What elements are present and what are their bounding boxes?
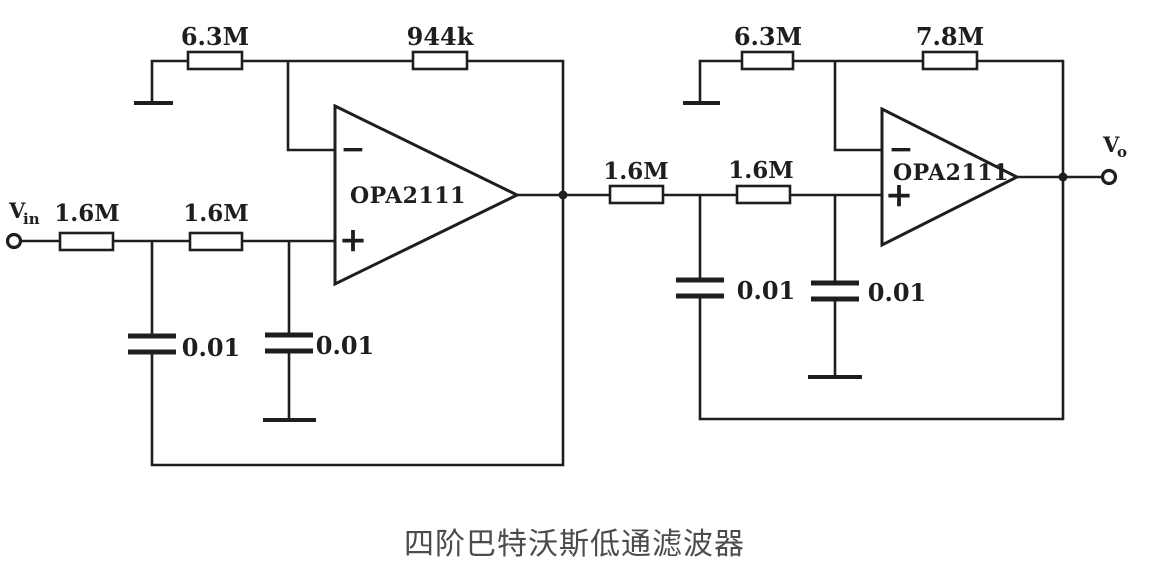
stage2-inverting-input-sign: − <box>888 132 913 167</box>
stage1-input-resistor-1-label: 1.6M <box>54 200 119 227</box>
stage1-feedback-resistor-label: 944k <box>407 22 475 51</box>
stage1-ground-resistor-body <box>186 50 244 71</box>
stage2-input-resistor-2-body <box>735 184 792 205</box>
stage2-shunt-capacitor-label: 0.01 <box>868 278 926 307</box>
stage1-output-node-dot <box>558 190 568 200</box>
stage1-noninverting-input-sign: + <box>339 220 368 260</box>
output-terminal-subscript: o <box>1117 143 1127 161</box>
stage2-input-resistor-1-body <box>608 184 665 205</box>
stage2-wiring <box>661 59 1104 421</box>
stage2-noninverting-input-sign: + <box>885 175 914 215</box>
stage1-input-resistor-2-body <box>188 231 244 252</box>
input-terminal-circle <box>5 232 23 250</box>
stage1-input-resistor-1-body <box>58 231 115 252</box>
output-terminal-circle <box>1100 168 1118 186</box>
stage2-opamp-triangle <box>880 106 1021 248</box>
stage1-shunt-capacitor-symbol <box>265 332 313 354</box>
filter-stage-1: V in 6.3M 944k 1.6M 1.6M 0.01 0.01 OPA21… <box>5 22 612 467</box>
stage1-ground-resistor-label: 6.3M <box>181 22 249 51</box>
input-terminal-subscript: in <box>23 210 40 228</box>
stage2-feedback-capacitor-symbol <box>676 277 724 299</box>
stage1-feedback-capacitor-symbol <box>128 333 176 355</box>
stage2-ground-resistor-label: 6.3M <box>734 22 802 51</box>
stage2-opamp-label: OPA2111 <box>893 160 1009 186</box>
stage1-feedback-resistor-body <box>411 50 469 71</box>
stage2-output-node-dot <box>1058 172 1068 182</box>
stage2-ground-resistor-body <box>740 50 795 71</box>
stage1-opamp-label: OPA2111 <box>350 183 466 209</box>
stage1-shunt-capacitor-label: 0.01 <box>316 331 374 360</box>
stage1-input-resistor-2-label: 1.6M <box>183 200 248 227</box>
stage2-feedback-resistor-label: 7.8M <box>916 22 984 51</box>
output-terminal-label: V <box>1102 132 1120 157</box>
stage1-opamp-triangle <box>333 103 521 287</box>
input-terminal-label: V <box>8 198 26 223</box>
figure-caption: 四阶巴特沃斯低通滤波器 <box>404 528 745 561</box>
stage1-inverting-input-sign: − <box>340 132 365 167</box>
stage2-feedback-capacitor-label: 0.01 <box>737 276 795 305</box>
filter-stage-2: 6.3M 7.8M 1.6M 1.6M 0.01 0.01 OPA2111 − … <box>603 22 1127 421</box>
stage1-wiring <box>20 59 612 467</box>
stage2-feedback-resistor-body <box>921 50 979 71</box>
stage2-input-resistor-2-label: 1.6M <box>728 157 793 184</box>
stage1-feedback-capacitor-label: 0.01 <box>182 333 240 362</box>
stage2-input-resistor-1-label: 1.6M <box>603 158 668 185</box>
stage2-shunt-capacitor-symbol <box>811 280 859 302</box>
